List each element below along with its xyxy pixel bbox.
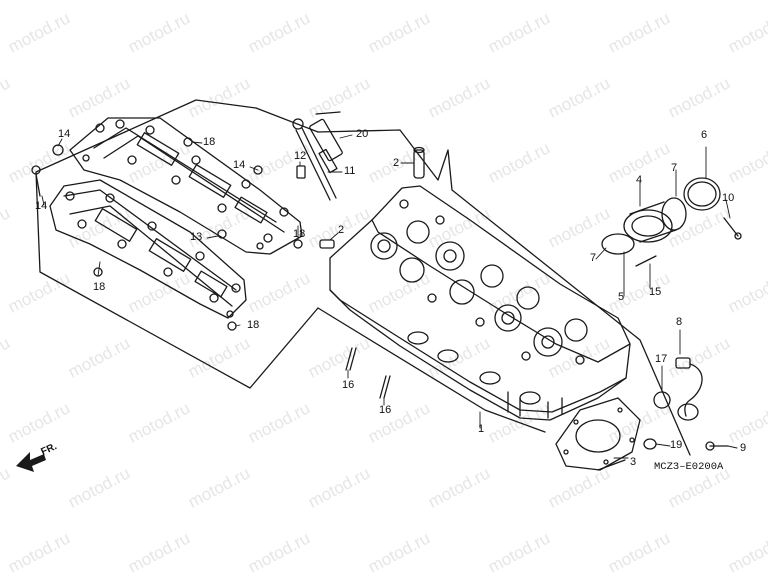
screw-15 (635, 255, 657, 267)
callout-2-pin: 2 (338, 224, 345, 236)
callout-5: 5 (618, 291, 625, 303)
stud-bolt-16b (379, 375, 391, 399)
callout-8: 8 (676, 316, 683, 328)
callout-19: 19 (670, 439, 683, 451)
pin-2-small (319, 239, 335, 249)
upper-camshaft-holder (69, 117, 303, 255)
callout-2-dowel: 2 (393, 157, 400, 169)
camshaft-holder-group-outline (35, 99, 319, 389)
cylinder-head (329, 185, 631, 421)
callout-3: 3 (630, 456, 637, 468)
callout-12: 12 (294, 150, 307, 162)
bolt-14-c (253, 165, 263, 175)
callout-20: 20 (356, 128, 369, 140)
cylinder-head-group-outline (317, 129, 691, 471)
bolt-13 (217, 229, 227, 239)
callout-16-b: 16 (379, 404, 392, 416)
bolt-14-a (52, 144, 64, 156)
nut-18-a (183, 137, 193, 147)
lower-camshaft-holder (49, 179, 247, 319)
callout-4: 4 (636, 174, 643, 186)
spark-plug (309, 111, 343, 174)
callout-13: 13 (190, 231, 203, 243)
callout-14-left: 14 (35, 200, 48, 212)
nut-18-d (227, 321, 237, 331)
callout-1: 1 (478, 423, 485, 435)
bolt-14-b (31, 165, 41, 197)
sensor-8 (675, 357, 703, 421)
bolt-9 (705, 441, 729, 451)
callout-14-right: 14 (233, 159, 246, 171)
leader-lines (41, 134, 738, 459)
head-gasket (555, 397, 641, 471)
o-ring-17 (653, 391, 671, 409)
intake-boot (623, 197, 687, 243)
clamp-band-5 (601, 233, 635, 255)
callout-18-top: 18 (203, 136, 216, 148)
callout-14-upper: 14 (58, 128, 71, 140)
front-direction-arrow (16, 452, 46, 472)
callout-11: 11 (344, 165, 356, 177)
stud-bolt-16a (345, 347, 357, 371)
callout-18-left: 18 (93, 281, 106, 293)
callout-10: 10 (722, 192, 735, 204)
cap-19 (643, 438, 657, 450)
callout-6: 6 (701, 129, 708, 141)
small-bolt-12 (296, 165, 306, 179)
cam-valve-rod (292, 118, 337, 201)
diagram-code: MCZ3–E0200A (654, 461, 724, 473)
nut-18-b (293, 239, 303, 249)
callout-7-lower: 7 (590, 252, 597, 264)
callout-16-a: 16 (342, 379, 355, 391)
callout-15: 15 (649, 286, 662, 298)
callout-17: 17 (655, 353, 668, 365)
callout-7-upper: 7 (671, 162, 678, 174)
clamp-band-6 (683, 177, 721, 211)
callout-18-bottom: 18 (247, 319, 260, 331)
dowel-pin-2 (413, 146, 425, 179)
screw-10 (723, 217, 742, 240)
callout-18-right: 18 (293, 228, 306, 240)
callout-9: 9 (740, 442, 747, 454)
